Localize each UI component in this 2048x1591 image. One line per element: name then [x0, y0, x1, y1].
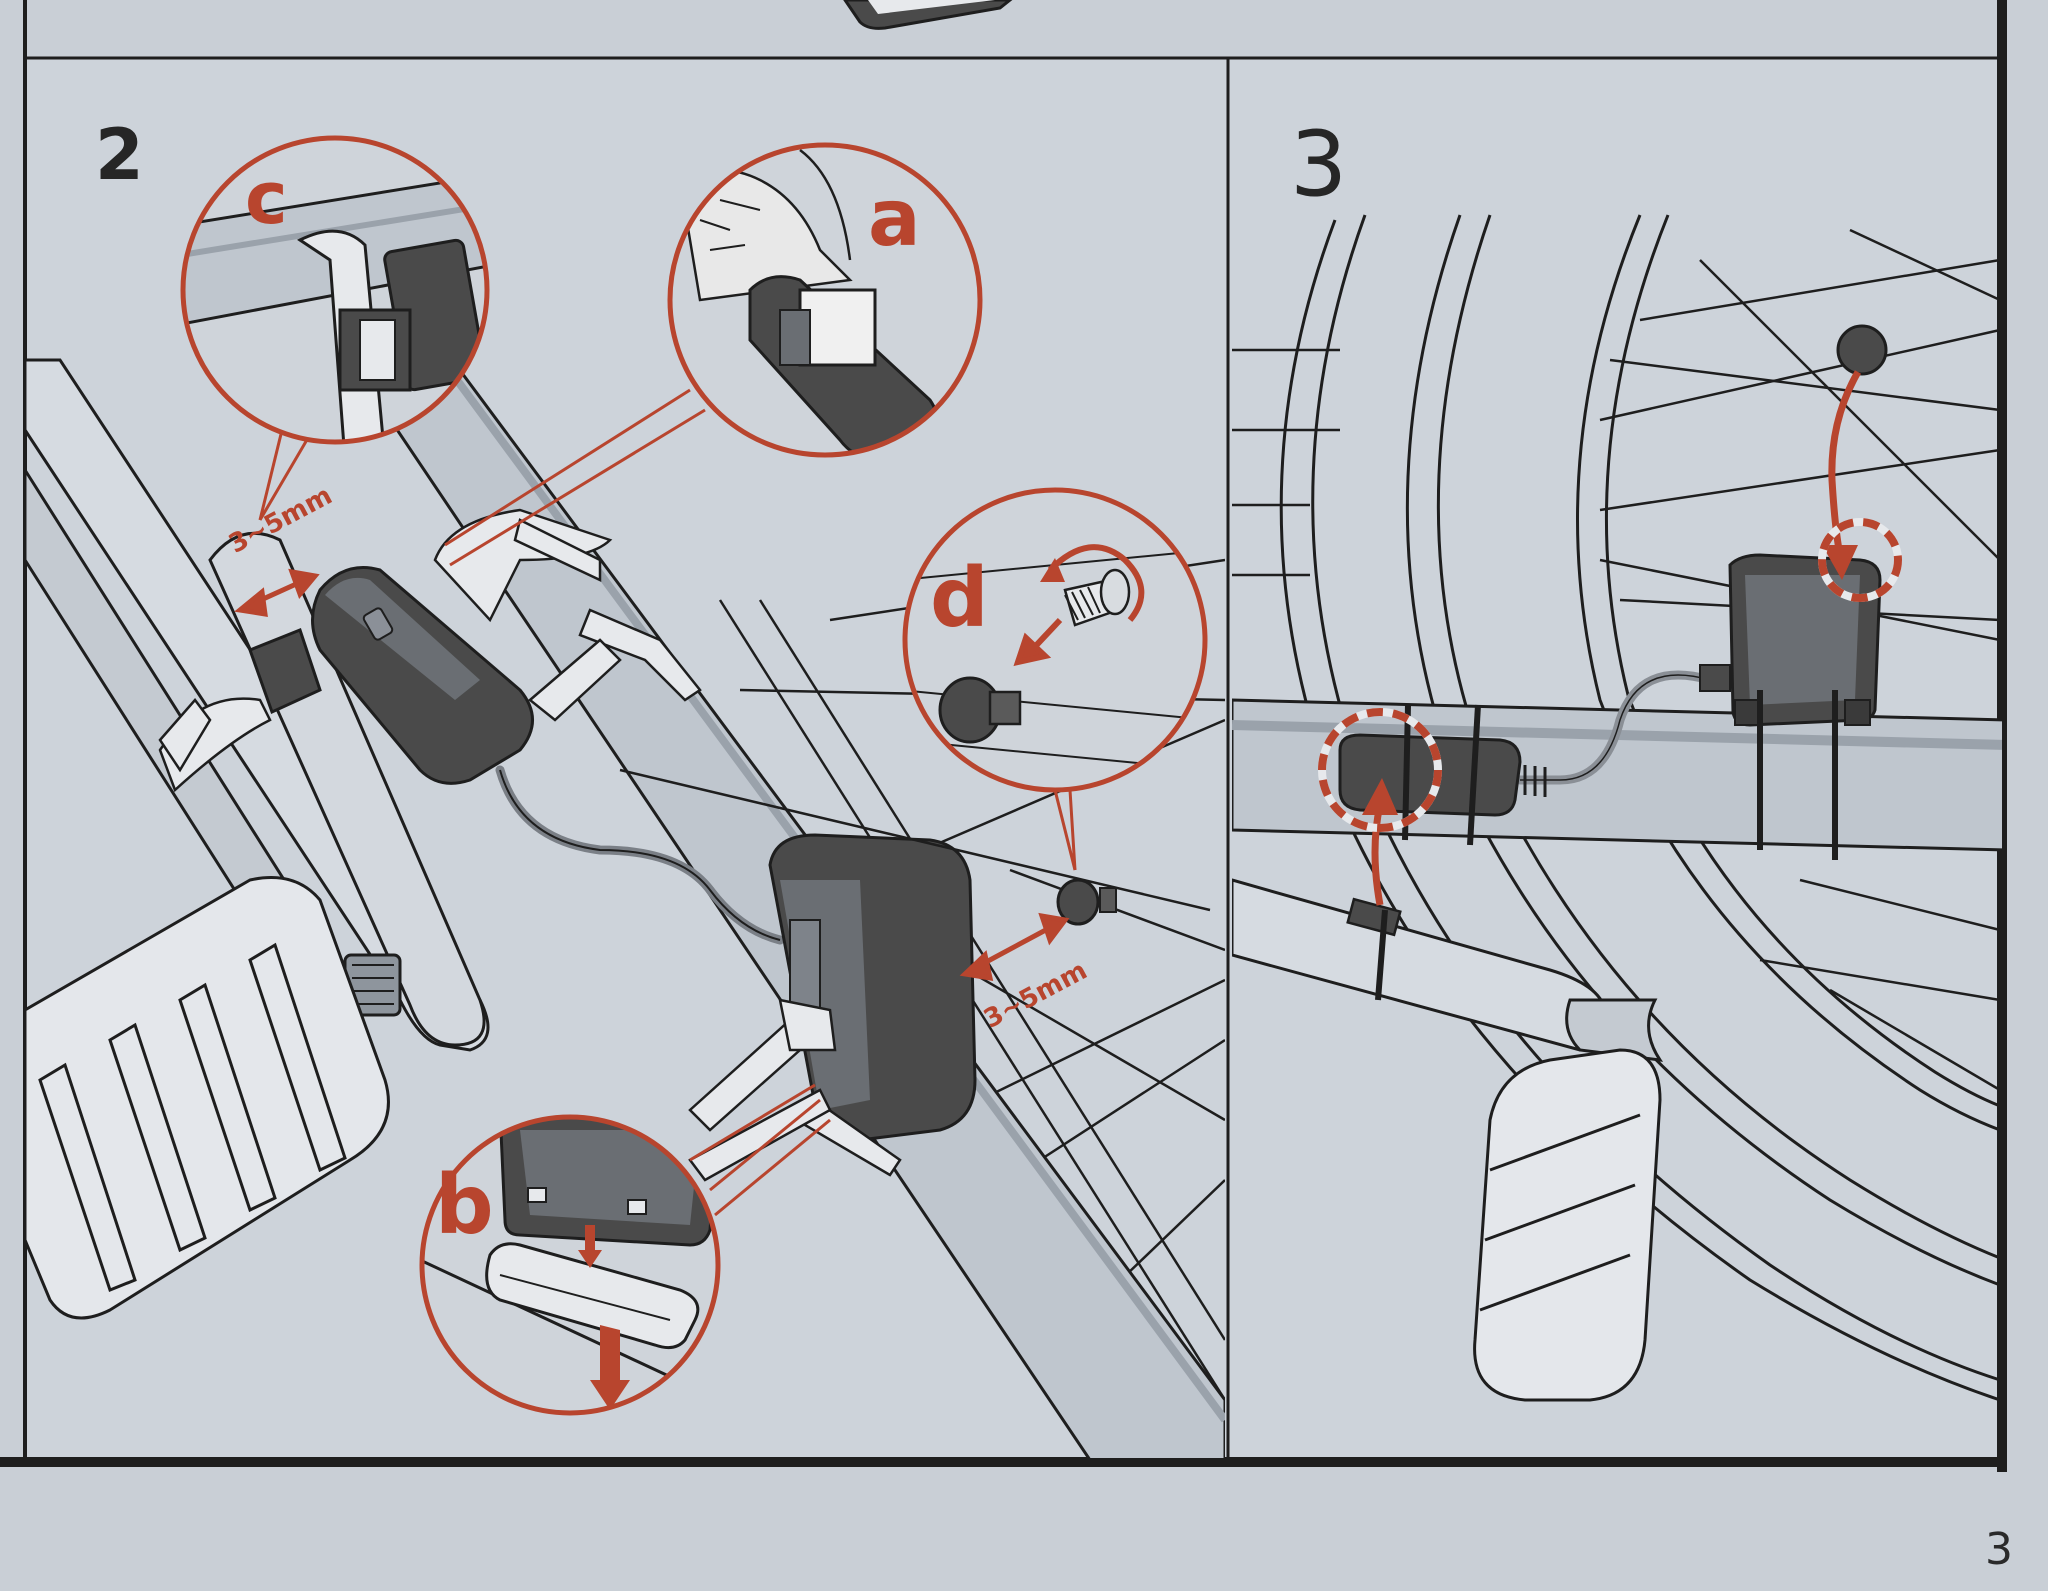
callout-a-circle — [667, 142, 983, 458]
callout-label-d: d — [930, 551, 989, 646]
magnet-path-arrow-speed — [1822, 370, 1862, 580]
gap-arrow-cadence — [234, 568, 320, 618]
callout-label-c: c — [245, 156, 288, 240]
magnet-path-arrow-cadence — [1362, 778, 1398, 906]
page-number: 3 — [1985, 1524, 2013, 1575]
callout-label-b: b — [435, 1158, 494, 1253]
screw-rotate-arrow — [1047, 544, 1145, 622]
step-number-3: 3 — [1290, 112, 1348, 217]
step-number-2: 2 — [95, 114, 144, 196]
callout-leaders — [258, 388, 1077, 1217]
screw-insert-arrow — [1013, 617, 1063, 667]
callout-label-a: a — [868, 174, 921, 264]
callout-c-circle — [180, 135, 490, 445]
callout-d-circle — [902, 487, 1208, 793]
step-2-illustration — [25, 135, 1225, 1458]
step-3-illustration — [1232, 214, 2002, 1402]
gap-arrow-speed — [959, 912, 1070, 982]
